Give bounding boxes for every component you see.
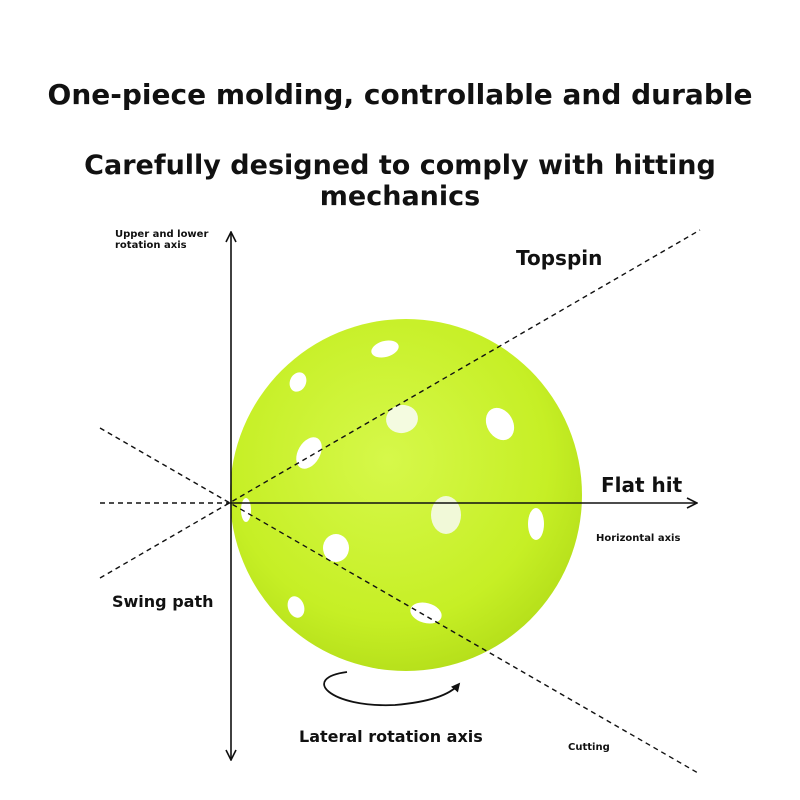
subheadline: Carefully designed to comply with hittin… <box>84 150 716 212</box>
swing-path-label: Swing path <box>112 592 214 611</box>
ball-holes <box>241 340 544 624</box>
headline: One-piece molding, controllable and dura… <box>47 78 753 111</box>
pickleball <box>230 319 582 671</box>
ball-hole <box>528 508 544 540</box>
upper-lower-axis-label-line1: Upper and lower <box>115 229 209 240</box>
cutting-label: Cutting <box>568 742 610 753</box>
ball-hole <box>386 404 418 434</box>
topspin-label: Topspin <box>516 246 603 270</box>
ball-body <box>230 319 582 671</box>
upper-lower-axis-label: Upper and lower rotation axis <box>115 229 208 251</box>
ball-hole <box>485 407 515 441</box>
flat-hit-label: Flat hit <box>601 473 683 497</box>
ball-hole <box>431 496 461 534</box>
lateral-rotation-axis-label: Lateral rotation axis <box>299 727 483 746</box>
topspin-line <box>99 229 701 579</box>
ball-hole <box>287 596 305 618</box>
ball-hole <box>323 534 349 562</box>
lateral-rotation-arrow <box>323 671 461 707</box>
horizontal-axis-label: Horizontal axis <box>596 533 681 544</box>
ball-hole <box>371 340 399 358</box>
ball-hole <box>241 498 251 522</box>
cutting-line <box>99 427 699 774</box>
ball-hole <box>289 372 307 392</box>
ball-hole <box>410 602 442 624</box>
upper-lower-axis-label-line2: rotation axis <box>115 240 187 251</box>
